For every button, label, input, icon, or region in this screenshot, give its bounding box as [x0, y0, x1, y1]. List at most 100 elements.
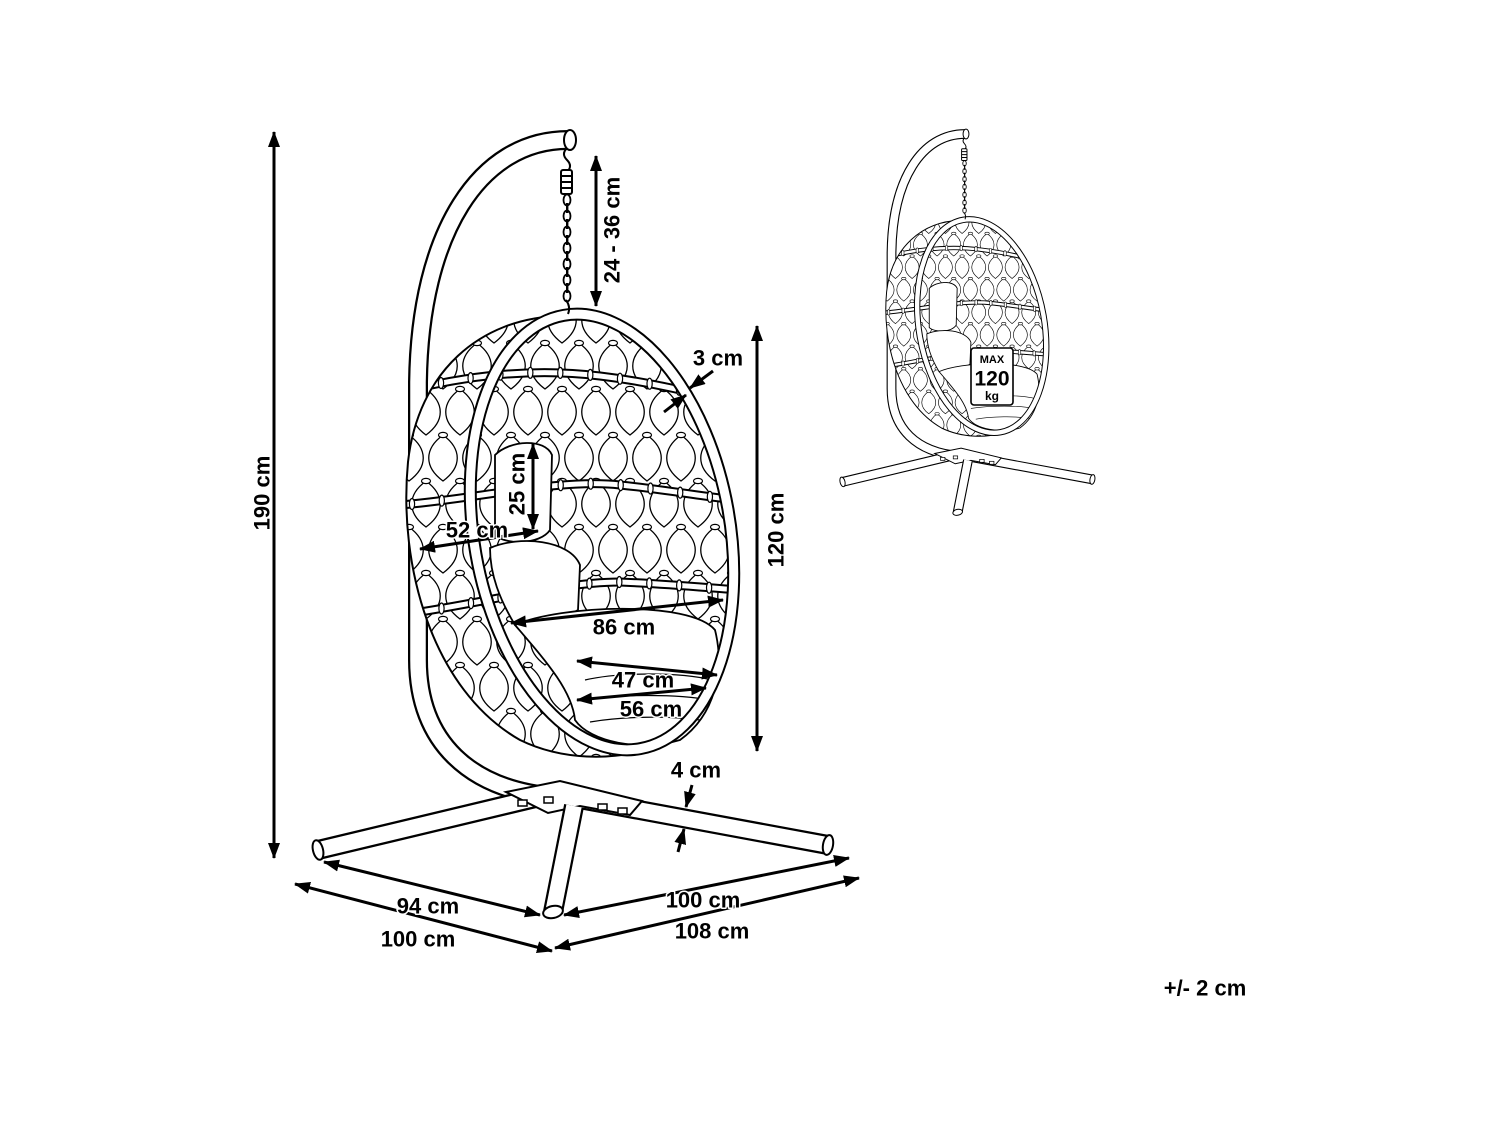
chain-length-label: 24 - 36 cm	[600, 177, 625, 283]
band-knot	[438, 494, 445, 507]
band-knot	[705, 581, 713, 594]
pole-top-cap	[563, 129, 577, 151]
wicker-knot	[454, 300, 466, 301]
wicker-knot	[743, 339, 755, 347]
wicker-knot	[556, 385, 568, 393]
back-shell-outline	[405, 315, 636, 758]
chain-link	[566, 267, 569, 277]
wicker-knot	[488, 661, 500, 669]
wicker-knot	[743, 707, 755, 715]
wicker-knot	[437, 431, 449, 439]
wicker-knot	[726, 385, 738, 393]
wicker-knot	[388, 754, 397, 759]
band-knot	[705, 390, 712, 403]
wicker-knot	[675, 431, 687, 439]
band-knot	[736, 493, 743, 507]
wicker-knot	[675, 523, 687, 531]
wicker-loop	[632, 434, 662, 482]
wicker-loop	[734, 434, 760, 482]
wicker-loop	[717, 756, 747, 764]
wicker-loop	[615, 480, 645, 528]
wicker-knot	[658, 300, 670, 301]
band-knot	[676, 579, 683, 592]
base-right-inner-label: 100 cm	[666, 888, 741, 913]
band-knot	[587, 368, 594, 381]
base-right-outer-label: 108 cm	[675, 919, 750, 944]
wicker-loop	[666, 526, 696, 574]
wicker-loop	[406, 572, 407, 620]
wicker-knot	[539, 431, 551, 439]
wicker-knot	[437, 339, 449, 347]
wicker-knot	[522, 661, 534, 669]
wicker-loop	[462, 342, 492, 390]
base-left-outer-arrow	[294, 881, 553, 954]
wicker-knot	[658, 753, 670, 761]
band-middle-fill	[406, 481, 743, 508]
wicker-knot	[454, 477, 466, 485]
wicker-loop	[462, 618, 492, 666]
wicker-knot	[573, 339, 585, 347]
wicker-loop	[406, 300, 407, 344]
base	[311, 779, 835, 920]
wicker-loop	[615, 388, 645, 436]
wicker-loop	[683, 300, 713, 344]
hub-slot	[517, 799, 528, 807]
wicker-loop	[564, 342, 594, 390]
egg-rim-fill	[465, 309, 739, 755]
hook	[563, 147, 571, 173]
wicker-knot	[454, 569, 466, 577]
wicker-loop	[547, 388, 577, 436]
wicker-loop	[406, 434, 424, 482]
wicker-loop	[445, 388, 475, 436]
wicker-knot	[420, 753, 432, 761]
wicker-knot	[743, 431, 755, 439]
wicker-knot	[658, 569, 670, 577]
wicker-knot	[658, 477, 670, 485]
wicker-knot	[743, 523, 755, 531]
wicker-loop	[717, 300, 747, 344]
wicker-knot	[709, 707, 721, 715]
front-leg-fill	[545, 804, 582, 914]
wicker-knot	[406, 523, 415, 531]
left-leg-cap	[311, 839, 325, 861]
band-knot	[557, 366, 564, 379]
seat-width-arrow	[510, 595, 724, 628]
band-knot	[616, 575, 623, 589]
band-knot	[587, 477, 594, 490]
wicker-loop	[581, 388, 611, 436]
wicker-knot	[437, 615, 449, 623]
wicker-loop	[445, 300, 475, 344]
wicker-loop	[462, 434, 492, 482]
wicker-knot	[454, 661, 466, 669]
band-knot	[647, 482, 654, 495]
band-knot	[646, 377, 653, 390]
hanging-chain	[560, 147, 573, 315]
wicker-knot	[505, 707, 517, 715]
wicker-knot	[388, 478, 397, 483]
wicker-knot	[420, 477, 432, 485]
frame-thickness-arrow-outer	[689, 369, 714, 390]
wicker-loop	[632, 526, 662, 574]
chain-link	[562, 289, 572, 303]
max-load-tag: MAX 120 kg	[970, 347, 1014, 406]
cushion-width-arrow	[576, 656, 718, 680]
wicker-knot	[692, 300, 704, 301]
chain-link	[566, 219, 569, 229]
wicker-loop	[428, 434, 458, 482]
dimension-lines	[268, 131, 860, 954]
wicker-knot	[488, 753, 500, 761]
wicker-loop	[406, 388, 407, 436]
wicker-loop	[649, 300, 679, 344]
stand-pole	[408, 129, 577, 807]
dimension-labels: 190 cm 24 - 36 cm 3 cm 120 cm 25 cm 52 c…	[248, 175, 1248, 1002]
wicker-loop	[598, 526, 628, 574]
band-knot	[438, 602, 445, 615]
wicker-knot	[388, 294, 397, 299]
hub-slot	[597, 803, 608, 811]
wicker-knot	[607, 523, 619, 531]
wicker-loop	[513, 388, 543, 436]
wicker-knot	[607, 431, 619, 439]
chain-link	[566, 283, 569, 293]
wicker-knot	[590, 385, 602, 393]
wicker-knot	[454, 385, 466, 393]
